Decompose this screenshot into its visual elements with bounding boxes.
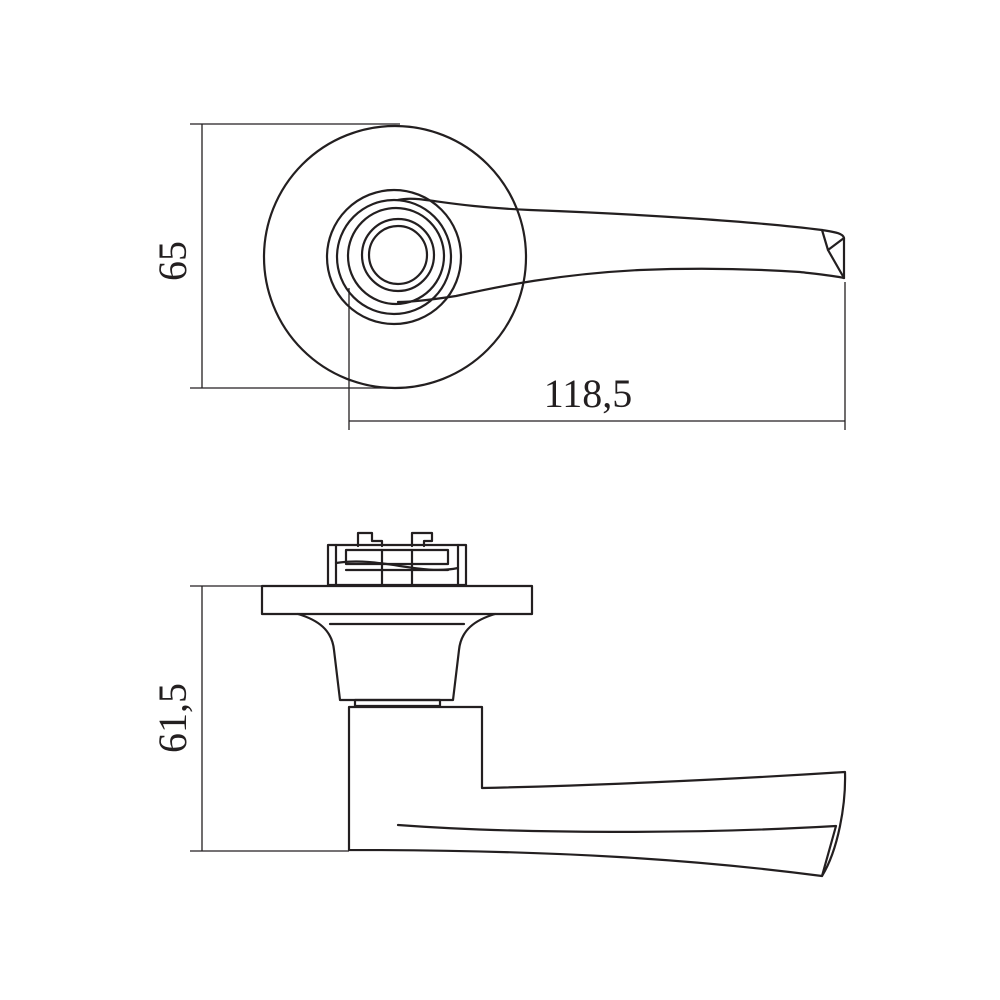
top-view: 65 118,5 (150, 123, 846, 430)
collar-inner-ring (346, 206, 446, 306)
mechanism-clip-left (356, 531, 384, 548)
lever-side-detail (396, 823, 838, 878)
mounting-mechanism (326, 531, 468, 587)
spindle-inner (367, 224, 429, 286)
dimension-width-top-label: 118,5 (544, 371, 633, 416)
side-view: 61,5 (150, 531, 847, 878)
neck-washer (353, 698, 442, 708)
spindle-outer (360, 217, 436, 293)
rosette-neck (296, 612, 497, 702)
lever-arm-top (396, 197, 846, 304)
mechanism-spring (334, 560, 460, 572)
mechanism-clip-right (410, 531, 434, 548)
mechanism-plate (344, 548, 450, 566)
collar-outer-ring (325, 188, 463, 326)
collar-middle-ring (335, 198, 453, 316)
lever-tip-ridge (820, 228, 846, 280)
dimension-height-side-label: 61,5 (150, 683, 195, 753)
rosette-circle (262, 124, 528, 390)
lever-tip-edge (826, 236, 846, 252)
dimension-height-top-label: 65 (150, 241, 195, 281)
rosette-plate (260, 584, 534, 616)
lever-arm-side (347, 705, 847, 878)
